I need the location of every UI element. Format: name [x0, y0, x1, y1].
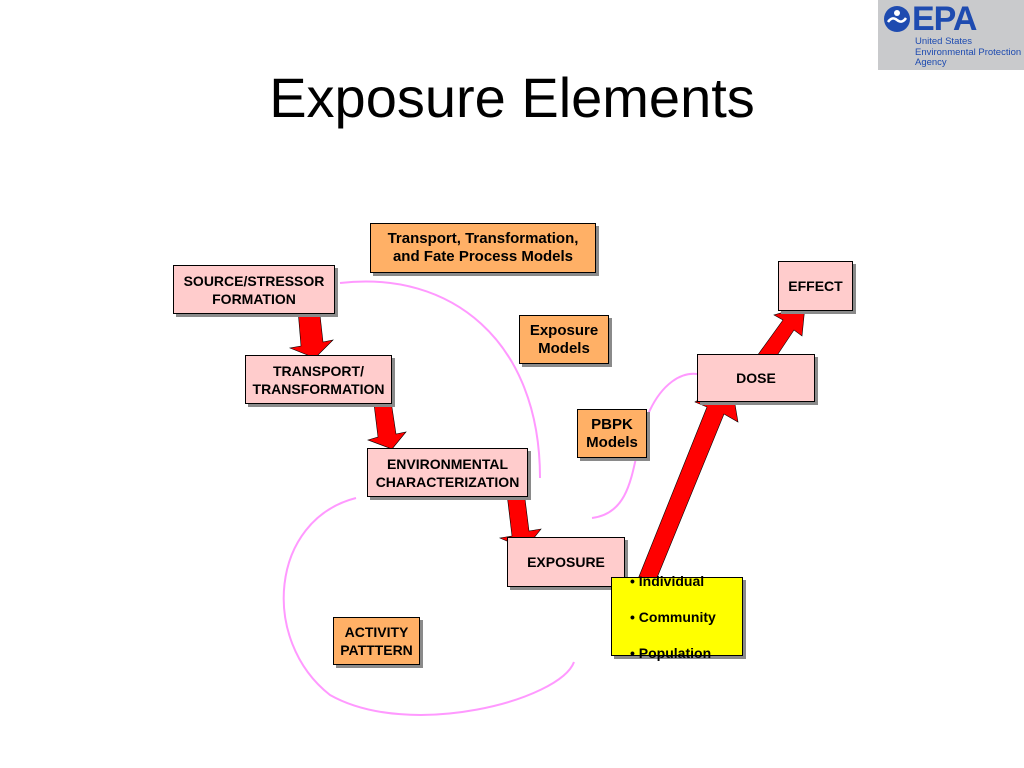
activity-loop-curve: [282, 497, 575, 716]
list-item: Individual: [630, 572, 716, 590]
agency-name: United States Environmental Protection A…: [915, 36, 1022, 69]
agency-line: Agency: [915, 57, 947, 68]
pbpk-models-box: PBPK Models: [577, 409, 647, 458]
list-item: Community: [630, 608, 716, 626]
population-list: Individual Community Population: [612, 554, 716, 680]
environmental-characterization-box: ENVIRONMENTAL CHARACTERIZATION: [367, 448, 528, 497]
transport-transformation-box: TRANSPORT/ TRANSFORMATION: [245, 355, 392, 404]
exposure-models-box: Exposure Models: [519, 315, 609, 364]
fate-process-models-box: Transport, Transformation, and Fate Proc…: [370, 223, 596, 273]
dose-box: DOSE: [697, 354, 815, 402]
list-item: Population: [630, 644, 716, 662]
epa-wordmark: EPA: [912, 0, 977, 38]
fate-models-curve: [339, 280, 541, 479]
arrow-transport-to-environmental: [367, 400, 407, 450]
epa-flower-icon: [884, 6, 910, 32]
exposure-box: EXPOSURE: [507, 537, 625, 587]
effect-box: EFFECT: [778, 261, 853, 311]
source-stressor-formation-box: SOURCE/STRESSOR FORMATION: [173, 265, 335, 314]
page-title: Exposure Elements: [269, 66, 755, 129]
population-levels-box: Individual Community Population: [611, 573, 743, 661]
agency-line: United States: [915, 36, 973, 47]
epa-logo: EPA United States Environmental Protecti…: [878, 0, 1024, 70]
agency-line: Environmental Protection: [915, 46, 1022, 58]
activity-pattern-box: ACTIVITY PATTTERN: [333, 617, 420, 665]
